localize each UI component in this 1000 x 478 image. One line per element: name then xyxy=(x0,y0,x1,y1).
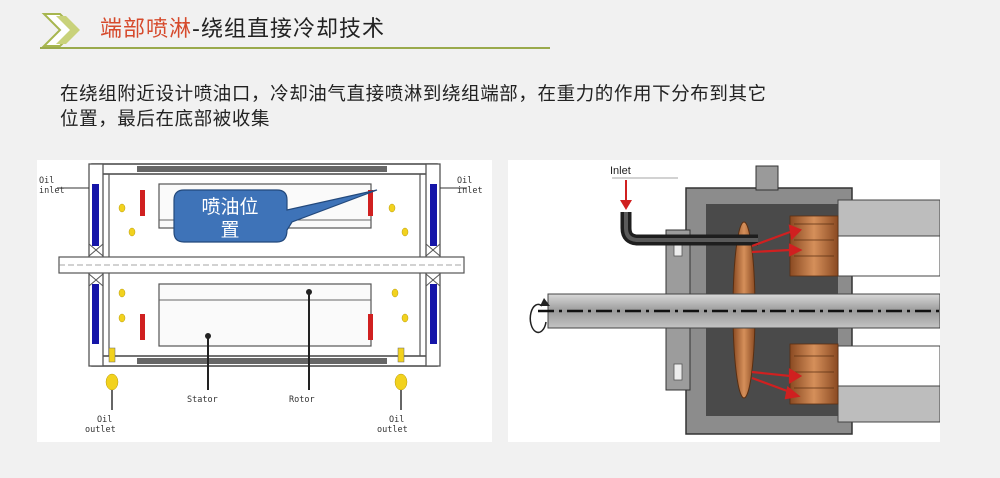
spray-arrows xyxy=(751,224,803,400)
oil-outlet-left xyxy=(105,347,119,410)
title-rest: -绕组直接冷却技术 xyxy=(192,17,385,42)
stator-label: Stator xyxy=(187,395,218,405)
callout-line-1: 喷油位 xyxy=(201,196,258,218)
title-underline xyxy=(40,47,550,49)
coil-right-lower xyxy=(430,284,437,344)
stator-block-upper xyxy=(837,199,941,237)
description-text: 在绕组附近设计喷油口，冷却油气直接喷淋到绕组端部，在重力的作用下分布到其它 位置… xyxy=(60,82,960,132)
coil-right-upper xyxy=(430,184,437,246)
rotation-arrow-icon xyxy=(529,303,547,334)
description-line-1: 在绕组附近设计喷油口，冷却油气直接喷淋到绕组端部，在重力的作用下分布到其它 xyxy=(60,84,767,105)
stator-lower xyxy=(158,283,372,347)
end-winding-upper xyxy=(789,215,839,277)
rotor-label: Rotor xyxy=(289,395,315,405)
inlet-arrow-icon xyxy=(620,200,632,210)
oil-outlet-right xyxy=(394,347,408,410)
end-winding-left-upper xyxy=(140,190,145,216)
slide-header: 端部喷淋-绕组直接冷却技术 xyxy=(0,0,1000,60)
coil-left-lower xyxy=(92,284,99,344)
end-winding-right-upper xyxy=(368,190,373,216)
description-line-2: 位置，最后在底部被收集 xyxy=(60,109,271,130)
oil-drops xyxy=(118,203,409,323)
top-fitting xyxy=(755,165,779,191)
chevron-icon xyxy=(41,13,80,47)
inlet-label: Inlet xyxy=(610,165,631,177)
stator-block-lower xyxy=(837,385,941,423)
housing-top-bar xyxy=(137,166,387,172)
coil-left-upper xyxy=(92,184,99,246)
callout-line-2: 置 xyxy=(220,219,239,241)
spray-cooling-section-view: Inlet xyxy=(508,160,941,442)
bearings xyxy=(88,243,441,287)
spray-location-callout xyxy=(173,189,378,243)
end-winding-right-lower xyxy=(368,314,373,340)
housing-bottom-bar xyxy=(137,358,387,364)
section-view-svg: Inlet xyxy=(529,165,941,435)
end-winding-left-lower xyxy=(140,314,145,340)
title-accent: 端部喷淋 xyxy=(100,17,193,42)
page-title: 端部喷淋-绕组直接冷却技术 xyxy=(100,11,385,43)
